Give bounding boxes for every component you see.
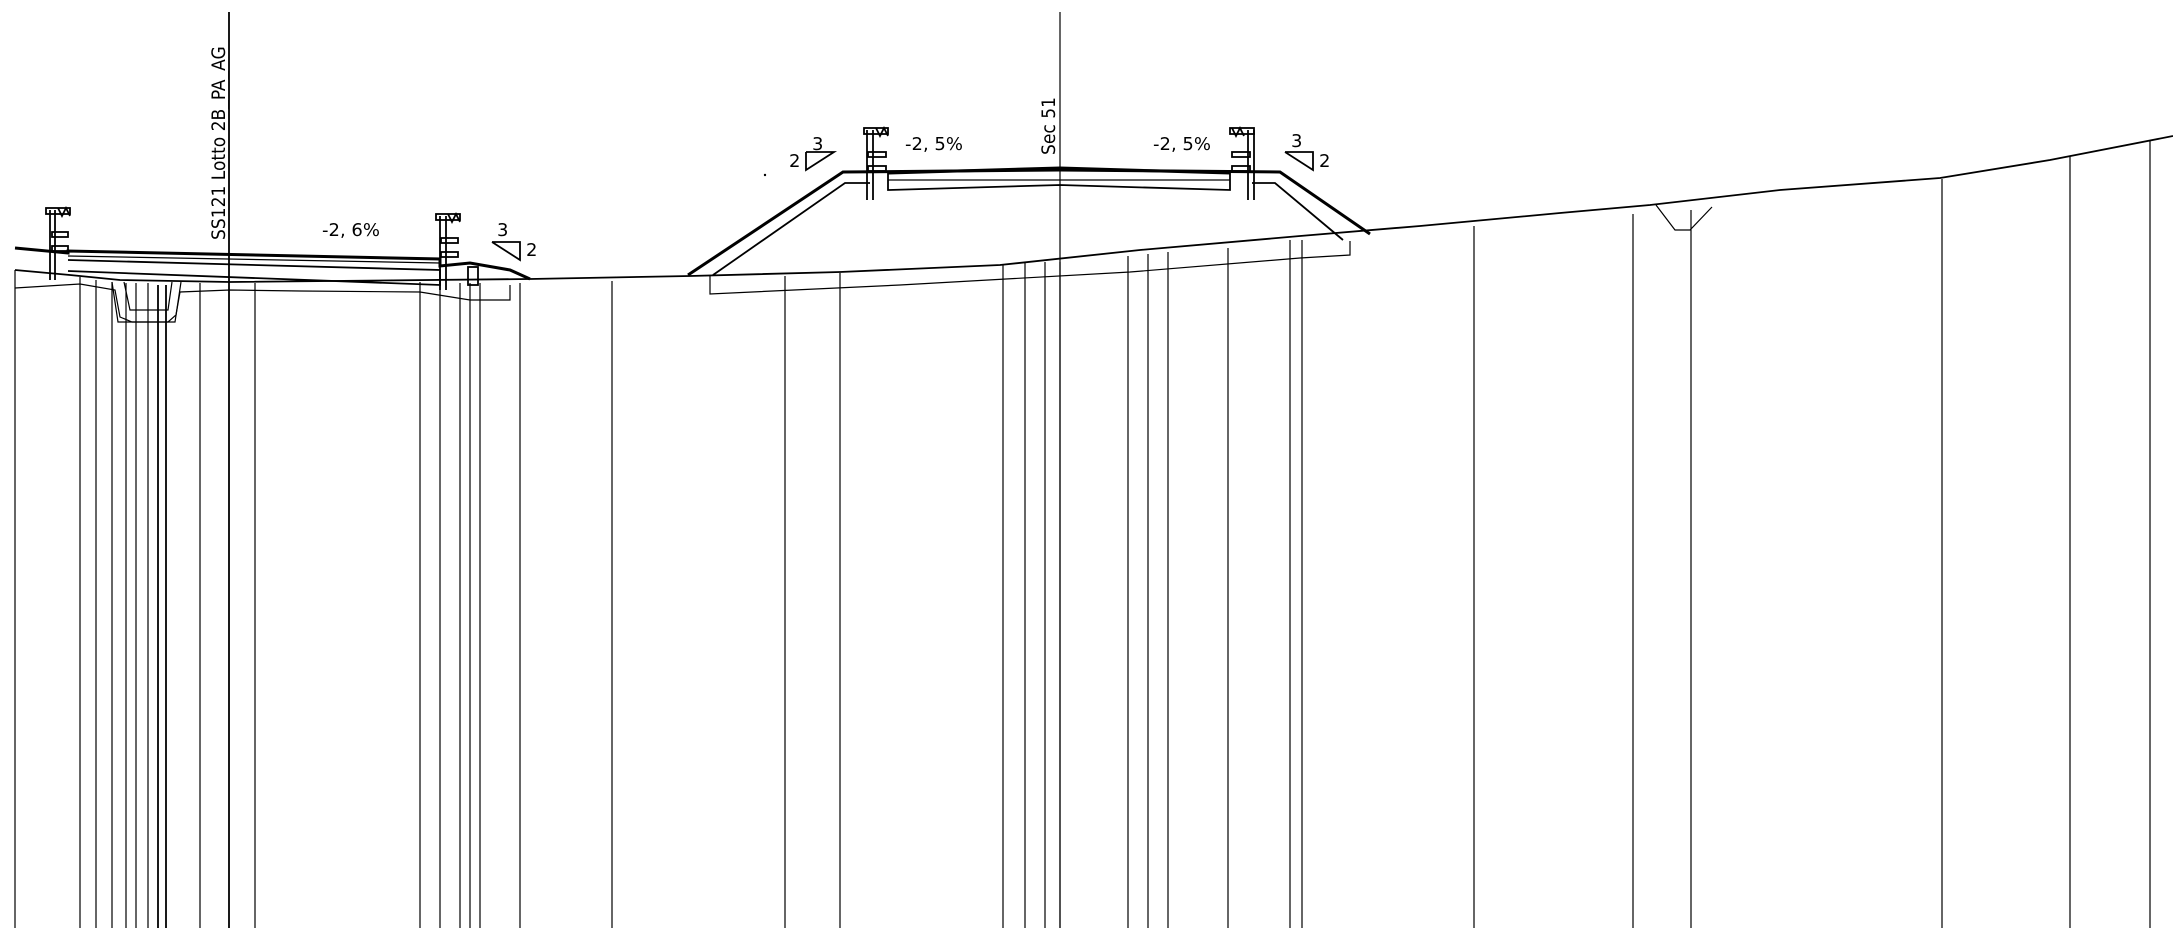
main-slope-left-rise: 2: [789, 151, 800, 172]
vertical-grid-lines: [14, 141, 2151, 928]
left-ditch-inner: [123, 281, 173, 311]
main-road: -2, 5% -2, 5% 3 2 3 2: [687, 125, 1371, 277]
ground-profile: [14, 135, 2173, 283]
main-embankment-inner: [712, 182, 870, 276]
left-ditch: [111, 281, 182, 323]
main-pavement-top: [887, 166, 1231, 175]
main-foundation-line: [709, 241, 1351, 295]
main-slope-left-run: 3: [812, 134, 823, 155]
main-embankment-inner-right: [1252, 182, 1344, 241]
left-road: -2, 6% 3 2: [14, 205, 537, 290]
left-subgrade-line: [14, 283, 511, 323]
main-pavement-box: [887, 173, 1231, 191]
main-guardrail-left: [863, 125, 889, 200]
left-slope-run: 3: [497, 220, 508, 241]
left-road-crossfall: -2, 6%: [322, 220, 380, 241]
section-label: Sec 51: [1038, 97, 1060, 155]
left-road-pavement-layer: [67, 255, 441, 264]
left-slope-symbol: 3 2: [491, 220, 537, 262]
right-ditch: [1655, 204, 1713, 231]
main-slope-right-run: 3: [1291, 131, 1302, 152]
main-slope-right-rise: 2: [1319, 151, 1330, 172]
main-crossfall-left: -2, 5%: [905, 134, 963, 155]
left-slope-rise: 2: [526, 240, 537, 261]
alignment-label: SS121 Lotto 2B_PA_AG: [208, 46, 230, 240]
main-guardrail-right: [1229, 125, 1255, 200]
left-road-curb: [467, 266, 479, 286]
main-slope-symbol-right: 3 2: [1284, 131, 1330, 172]
reference-dot: [763, 173, 767, 177]
main-slope-symbol-left: 3 2: [789, 134, 838, 172]
main-embankment-outline: [687, 168, 1371, 277]
left-guardrail: [45, 205, 71, 280]
main-crossfall-right: -2, 5%: [1153, 134, 1211, 155]
left-road-guardrail-right: [435, 211, 461, 290]
